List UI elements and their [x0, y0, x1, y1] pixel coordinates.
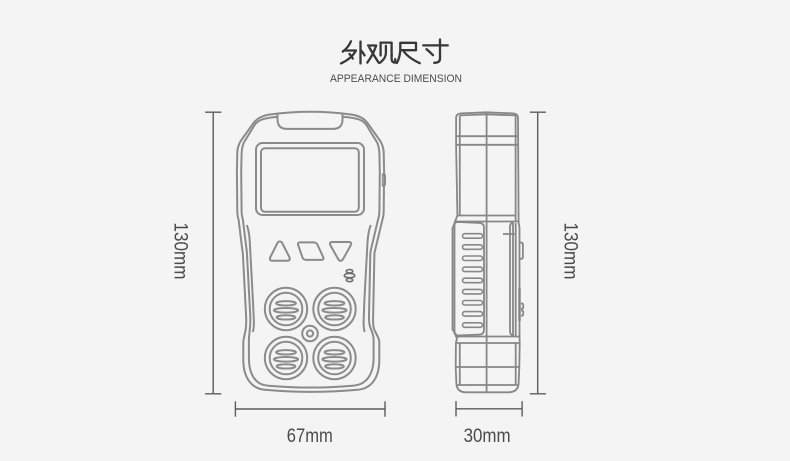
- svg-text:30mm: 30mm: [464, 425, 511, 447]
- svg-text:130mm: 130mm: [170, 223, 192, 280]
- svg-text:67mm: 67mm: [287, 425, 333, 447]
- svg-text:130mm: 130mm: [559, 223, 581, 280]
- svg-text:APPEARANCE DIMENSION: APPEARANCE DIMENSION: [330, 73, 462, 85]
